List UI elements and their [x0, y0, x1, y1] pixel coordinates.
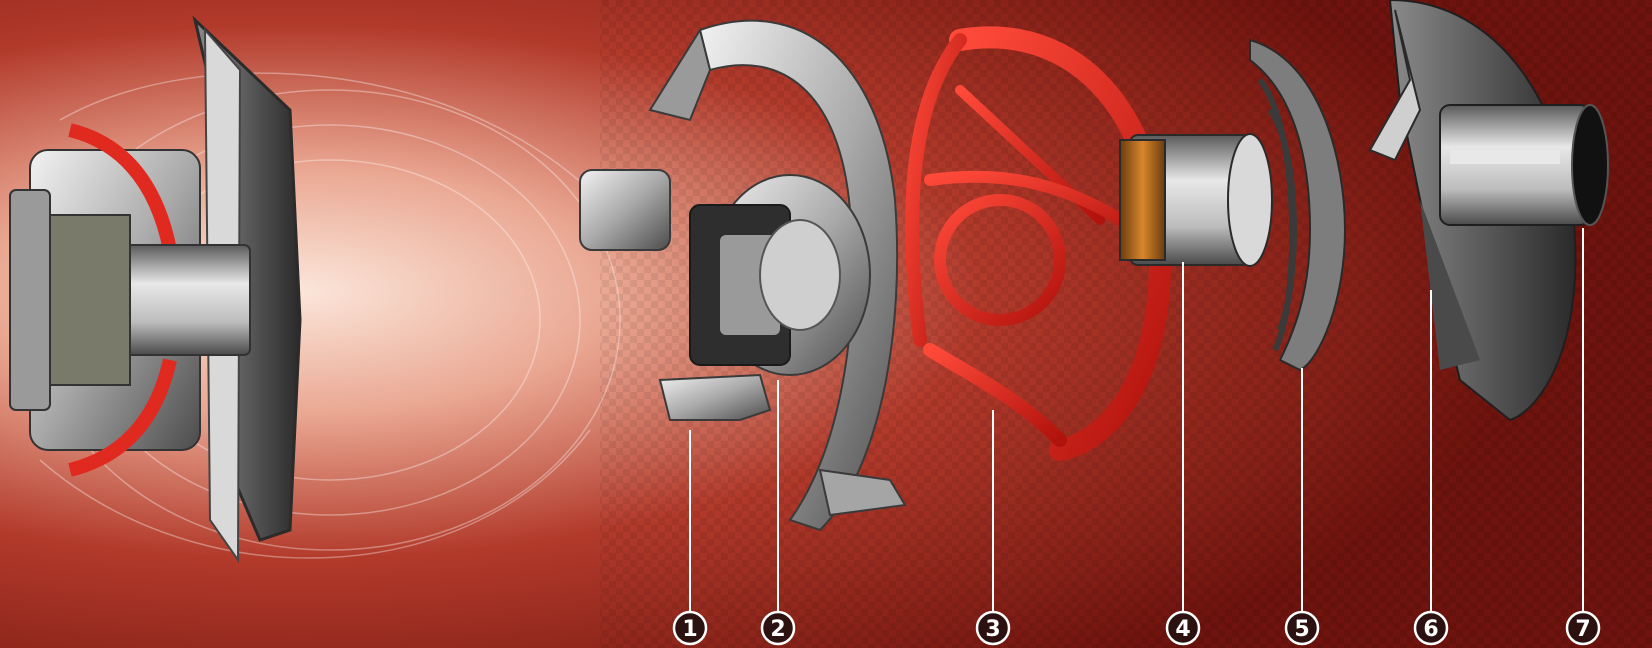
part-dust-cap-tube: [1440, 105, 1608, 225]
callout-number-3: 3: [985, 617, 1000, 642]
part-pole-piece: [690, 175, 870, 375]
callout-number-1: 1: [682, 617, 697, 642]
callout-number-2: 2: [770, 617, 785, 642]
callout-number-7: 7: [1575, 617, 1590, 642]
callout-number-6: 6: [1423, 617, 1438, 642]
part-voice-coil: [1120, 134, 1272, 266]
callout-number-4: 4: [1175, 617, 1190, 642]
callout-number-5: 5: [1294, 617, 1309, 642]
